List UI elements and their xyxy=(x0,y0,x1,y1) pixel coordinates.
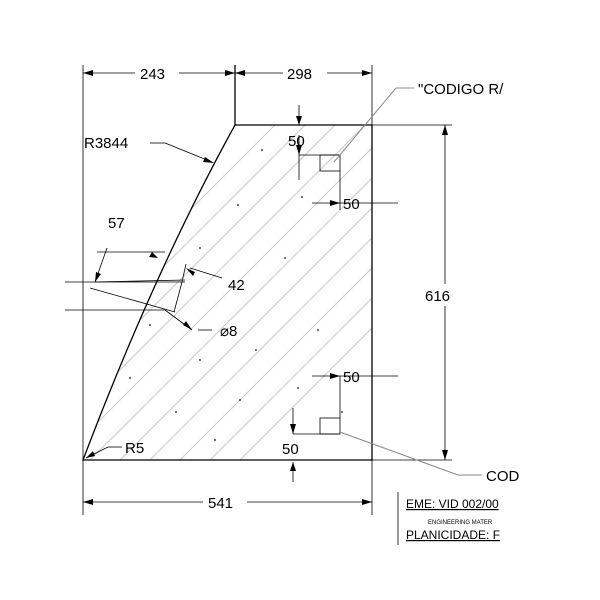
extension-lines xyxy=(82,65,452,515)
marking-square-top xyxy=(296,105,398,210)
callout-leader-top xyxy=(333,87,414,163)
surface-dots xyxy=(129,149,343,441)
dim-top-left: 243 xyxy=(140,66,165,83)
callout-top-code: "CODIGO R/ xyxy=(418,81,504,98)
dim-height: 616 xyxy=(425,288,450,305)
hole-leader xyxy=(65,309,212,331)
callout-bottom-code: COD xyxy=(486,468,520,485)
mark-top-vertical: 50 xyxy=(288,133,305,150)
radius-large-leader xyxy=(150,142,214,163)
radius-small-label: R5 xyxy=(125,440,144,457)
hole-diameter-label: ⌀8 xyxy=(220,323,237,340)
mark-top-horizontal: 50 xyxy=(343,196,360,213)
part-outline xyxy=(82,124,373,461)
title-planicidade: PLANICIDADE: F xyxy=(406,528,500,542)
title-engineering: ENGINEERING MATER xyxy=(428,520,493,526)
offset-42-label: 42 xyxy=(228,277,245,294)
glass-hatching xyxy=(83,125,372,460)
offset-57-dimension xyxy=(65,247,186,283)
callout-leader-bottom xyxy=(339,431,482,476)
offset-57-label: 57 xyxy=(108,215,125,232)
radius-large-label: R3844 xyxy=(84,135,128,152)
dim-top-right: 298 xyxy=(287,66,312,83)
radius-small-leader xyxy=(85,446,122,459)
offset-42-dimension xyxy=(89,263,223,313)
dimension-top xyxy=(83,70,372,76)
marking-square-bottom xyxy=(290,373,398,482)
dim-bottom: 541 xyxy=(208,495,233,512)
mark-bottom-vertical: 50 xyxy=(282,441,299,458)
title-eme: EME: VID 002/00 xyxy=(406,497,499,511)
title-block: EME: VID 002/00 ENGINEERING MATER PLANIC… xyxy=(397,492,500,545)
mark-bottom-horizontal: 50 xyxy=(343,369,360,386)
